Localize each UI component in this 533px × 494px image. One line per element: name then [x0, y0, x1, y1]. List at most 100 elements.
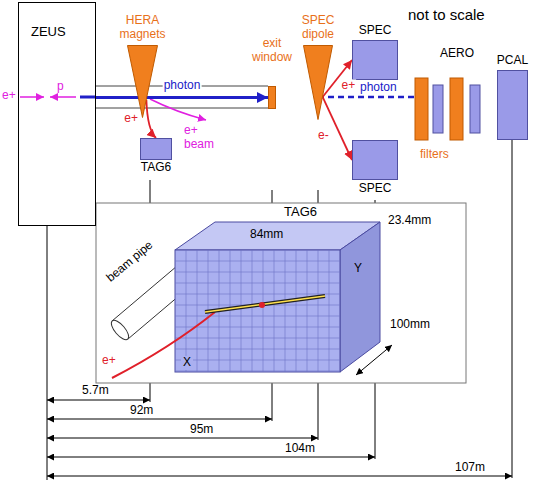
- distance-arrows: [47, 400, 512, 476]
- proton-beam: [50, 96, 76, 98]
- grid-line: [175, 338, 340, 339]
- node-label: exit window: [249, 37, 295, 65]
- node-label: TAG6: [134, 161, 178, 175]
- grid-line: [230, 250, 231, 372]
- magnet-shape: [128, 46, 158, 118]
- shower: [205, 296, 325, 312]
- grid-line: [252, 250, 253, 372]
- grid-line: [329, 250, 330, 372]
- detector-box: ZEUS: [18, 2, 96, 226]
- beam-label: photon: [360, 81, 397, 95]
- positron-beam: [20, 96, 44, 98]
- magnet-symbol: HERA magnets: [127, 45, 158, 118]
- distance: 104m: [285, 442, 315, 456]
- node-label: SPEC: [350, 182, 400, 196]
- spectrometer-box: SPEC: [352, 140, 398, 180]
- distance: 92m: [130, 404, 153, 418]
- beam-pipe: [108, 318, 131, 343]
- guide-line: [512, 140, 513, 478]
- node-label: HERA magnets: [115, 14, 171, 42]
- beam-label: e+: [2, 89, 16, 103]
- grid-line: [175, 294, 340, 295]
- grid-line: [197, 250, 198, 372]
- grid-line: [175, 316, 340, 317]
- spectrometer-box: SPEC: [352, 40, 398, 80]
- node-label: ZEUS: [31, 25, 95, 40]
- inset: [96, 203, 466, 383]
- connector: [96, 96, 268, 99]
- filter: [450, 78, 463, 140]
- aerogel: [433, 85, 443, 133]
- node-label: PCAL: [493, 54, 533, 68]
- grid-line: [175, 371, 340, 372]
- inset-frame: [96, 203, 466, 383]
- distance: 107m: [455, 461, 485, 475]
- guide-line: [47, 226, 48, 480]
- grid-line: [175, 327, 340, 328]
- tagger-front: [175, 250, 340, 372]
- positron-track: [112, 312, 215, 378]
- grid-line: [285, 250, 286, 372]
- beam-label: p: [57, 80, 64, 94]
- part-name: filters: [420, 148, 449, 162]
- tagger-box: TAG6: [140, 138, 172, 160]
- grid-line: [263, 250, 264, 372]
- grid-line: [175, 283, 340, 284]
- grid-line: [296, 250, 297, 372]
- connector-label: photon: [163, 79, 202, 92]
- guide-lines: [47, 140, 512, 480]
- grid-line: [175, 360, 340, 361]
- grid-line: [175, 261, 340, 262]
- distance-arrow: [47, 438, 318, 439]
- tagger-side: [340, 222, 380, 372]
- beam-pipe-wall: [96, 108, 268, 109]
- connector: [323, 97, 352, 160]
- axis-label: Y: [354, 262, 362, 276]
- distance-arrow: [47, 476, 512, 477]
- grid-line: [175, 349, 340, 350]
- distance-arrow: [47, 419, 272, 420]
- part-name: AERO: [440, 47, 474, 61]
- axis-label: X: [181, 356, 193, 370]
- grid-line: [186, 250, 187, 372]
- distance-arrow: [47, 400, 150, 401]
- exit-window: exit window: [268, 86, 276, 109]
- beam-label: e+ beam: [184, 124, 216, 152]
- distance: 95m: [190, 423, 213, 437]
- magnet-shape: [304, 46, 333, 120]
- filter: [415, 78, 428, 140]
- dimension: 84mm: [250, 228, 283, 242]
- connector-label: e+: [123, 112, 139, 125]
- grid-line: [241, 250, 242, 372]
- part-name: TAG6: [284, 205, 317, 220]
- grid-line: [307, 250, 308, 372]
- grid-line: [175, 272, 340, 273]
- note: not to scale: [408, 6, 485, 23]
- connector-label: e-: [317, 130, 330, 143]
- tagger-grid: [175, 250, 340, 372]
- magnet-outline: [127, 45, 158, 118]
- distance: 5.7m: [82, 384, 109, 398]
- shower: [205, 296, 325, 312]
- magnet-outline: [303, 45, 333, 120]
- aerogel: [470, 85, 480, 133]
- dimension: 100mm: [390, 318, 430, 332]
- calorimeter-box: PCAL: [497, 70, 528, 140]
- dimension-arrow: [356, 345, 392, 375]
- positron-beam-curve: [150, 99, 206, 120]
- photon-dashed: [318, 96, 414, 99]
- node-label: SPEC: [350, 24, 400, 38]
- dimension: 23.4mm: [388, 214, 431, 228]
- photon-line: [80, 96, 96, 99]
- beam-label: e+: [102, 354, 116, 368]
- part-name: beam pipe: [104, 239, 156, 286]
- dipole-magnet: SPEC dipole: [303, 45, 333, 120]
- connector: [146, 100, 156, 138]
- grid-line: [274, 250, 275, 372]
- impact-point: [259, 302, 265, 308]
- node-label: SPEC dipole: [298, 14, 338, 42]
- grid-line: [318, 250, 319, 372]
- connector-label: e+: [340, 80, 356, 93]
